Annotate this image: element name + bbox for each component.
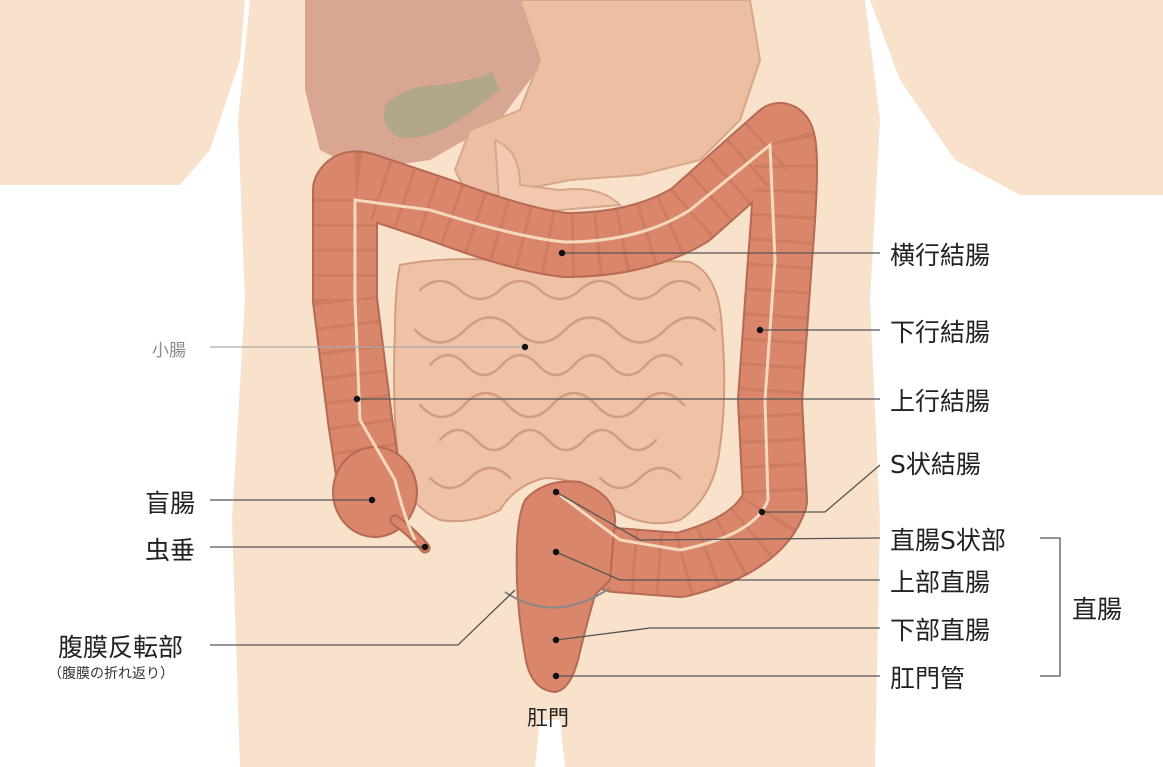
dot-transverse-colon <box>558 249 566 257</box>
label-appendix: 虫垂 <box>145 536 196 565</box>
dot-lower-rectum <box>552 636 560 644</box>
dot-sigmoid-colon <box>758 508 766 516</box>
label-peritoneal-reflection-note: （腹膜の折れ返り） <box>48 666 174 682</box>
liver <box>305 0 560 170</box>
right-arm <box>870 0 1163 195</box>
dot-anal-canal <box>552 672 560 680</box>
label-transverse-colon: 横行結腸 <box>890 241 991 270</box>
leader-upper-rectum <box>555 551 880 581</box>
dot-rectosigmoid <box>552 488 560 496</box>
dot-descending-colon <box>756 326 764 334</box>
dot-small-intestine <box>521 343 529 351</box>
label-anus: 肛門 <box>527 706 569 730</box>
stomach <box>453 0 762 202</box>
label-rectum: 直腸 <box>1072 595 1123 624</box>
rectum-shape <box>515 480 617 694</box>
dot-appendix <box>421 543 429 551</box>
leader-sigmoid-colon <box>762 464 881 513</box>
dot-cecum <box>368 496 376 504</box>
left-arm <box>0 0 245 185</box>
rectum-bracket <box>1040 537 1061 677</box>
duodenum <box>493 138 623 217</box>
upper-organs <box>305 0 762 217</box>
label-anal-canal: 肛門管 <box>890 664 966 693</box>
leader-rectosigmoid <box>555 491 881 541</box>
dot-upper-rectum <box>552 548 560 556</box>
small-intestine-folds <box>413 279 717 490</box>
leader-lines <box>210 252 1061 677</box>
label-descending-colon: 下行結腸 <box>890 318 991 347</box>
label-sigmoid-colon: S状結腸 <box>890 450 981 479</box>
dot-ascending-colon <box>353 395 361 403</box>
label-dots <box>353 249 766 680</box>
taenia-coli <box>353 141 777 552</box>
gallbladder <box>384 72 500 139</box>
label-lower-rectum: 下部直腸 <box>890 616 991 645</box>
leader-lower-rectum <box>555 627 880 641</box>
leader-peritoneal-reflection <box>210 589 516 646</box>
label-rectosigmoid: 直腸S状部 <box>890 526 1006 555</box>
label-upper-rectum: 上部直腸 <box>890 568 991 597</box>
label-ascending-colon: 上行結腸 <box>890 387 991 416</box>
label-cecum: 盲腸 <box>145 489 196 518</box>
peritoneal-reflection-line <box>504 587 611 609</box>
label-peritoneal-reflection: 腹膜反転部 <box>58 633 184 662</box>
label-small-intestine: 小腸 <box>152 341 186 361</box>
